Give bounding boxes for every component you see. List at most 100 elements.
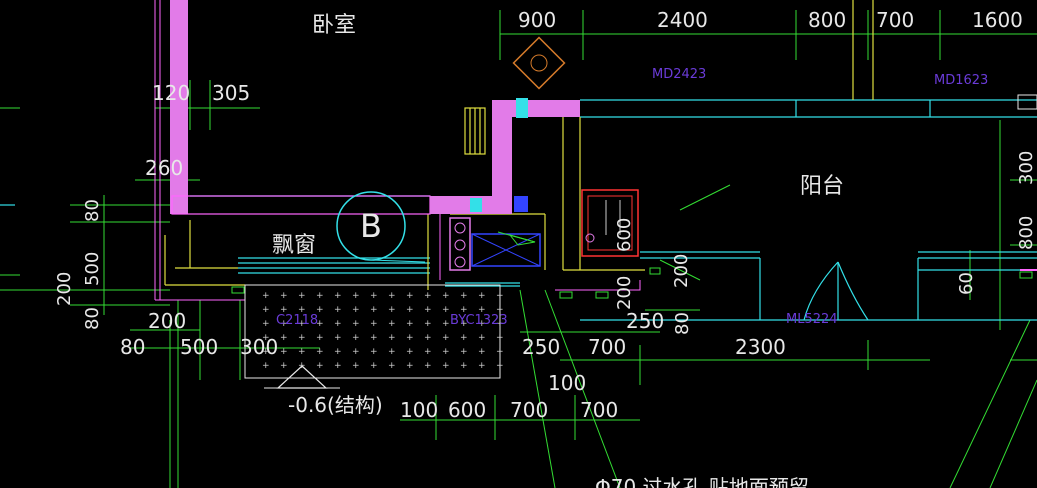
hatch-mark: + [478, 361, 486, 371]
hatch-mark: + [388, 305, 396, 315]
hatch-mark: + [298, 347, 306, 357]
dim-bottom-700a: 700 [588, 335, 626, 359]
hatch-mark: + [478, 319, 486, 329]
hatch-mark: + [334, 347, 342, 357]
tag-md1623: MD1623 [934, 73, 988, 88]
room-label-bedroom: 卧室 [312, 13, 356, 38]
hatch-mark: + [460, 333, 468, 343]
hatch-mark: + [406, 305, 414, 315]
tag-c2118: C2118 [276, 313, 318, 328]
dim-top-1600: 1600 [972, 8, 1023, 32]
hatch-mark: + [352, 291, 360, 301]
hatch-mark: + [262, 347, 270, 357]
hatch-mark: + [262, 333, 270, 343]
hatch-mark: + [388, 361, 396, 371]
hatch-mark: + [388, 319, 396, 329]
hatch-mark: + [280, 333, 288, 343]
hatch-mark: + [334, 291, 342, 301]
dimension-lines [0, 10, 1037, 488]
hatch-mark: + [496, 361, 504, 371]
hatch-mark: + [370, 333, 378, 343]
hatch-mark: + [280, 291, 288, 301]
walls [154, 0, 1037, 301]
equipment [264, 36, 1037, 389]
hatch-mark: + [316, 305, 324, 315]
hatch-mark: + [334, 361, 342, 371]
hatch-mark: + [262, 291, 270, 301]
hatch-mark: + [424, 333, 432, 343]
dim-top-700: 700 [876, 8, 914, 32]
hatch-mark: + [406, 347, 414, 357]
dim-bottom-300: 300 [240, 335, 278, 359]
hatch-mark: + [424, 291, 432, 301]
hatch-mark: + [496, 319, 504, 329]
dim-bottom-500: 500 [180, 335, 218, 359]
dim-left-200: 200 [54, 272, 75, 306]
dim-left-260: 260 [145, 156, 183, 180]
dim-bottom-2300: 2300 [735, 335, 786, 359]
room-label-balcony: 阳台 [800, 174, 844, 199]
drain-note: Φ70 过水孔 贴地面预留 [595, 475, 809, 488]
tag-ml: ML5224 [786, 312, 838, 327]
dim-bottom-100b: 100 [400, 398, 438, 422]
hatch-mark: + [478, 333, 486, 343]
hatch-mark: + [424, 319, 432, 329]
dim-bottom-200: 200 [148, 309, 186, 333]
dim-right-60: 60 [956, 272, 977, 295]
dim-right-200b: 200 [614, 276, 635, 310]
hatch-mark: + [262, 361, 270, 371]
hatch-mark: + [334, 333, 342, 343]
hatch-mark: + [316, 291, 324, 301]
hatch-mark: + [370, 319, 378, 329]
dim-bottom-600: 600 [448, 398, 486, 422]
hatch-mark: + [262, 319, 270, 329]
hatch-mark: + [406, 361, 414, 371]
hatch-mark: + [496, 347, 504, 357]
hatch-mark: + [460, 347, 468, 357]
dim-left-500: 500 [82, 252, 103, 286]
hatch-mark: + [298, 291, 306, 301]
dim-right-300: 300 [1016, 151, 1037, 185]
hatch-mark: + [316, 319, 324, 329]
hatch-mark: + [298, 333, 306, 343]
room-label-bay-window: 飘窗 [272, 233, 316, 258]
hatch-mark: + [262, 305, 270, 315]
hatch-mark: + [496, 305, 504, 315]
hatch-mark: + [460, 361, 468, 371]
hatch-mark: + [298, 319, 306, 329]
hatch-mark: + [352, 333, 360, 343]
hatch-mark: + [370, 305, 378, 315]
grid-bubble: B [336, 191, 426, 263]
tag-byc1323: BYC1323 [450, 313, 508, 328]
dim-right-200a: 200 [671, 254, 692, 288]
hatch-mark: + [280, 361, 288, 371]
dim-top-800: 800 [808, 8, 846, 32]
hatch-mark: + [280, 347, 288, 357]
hatch-mark: + [334, 305, 342, 315]
tag-md2423: MD2423 [652, 67, 706, 82]
hatch-mark: + [352, 305, 360, 315]
hatch-mark: + [460, 291, 468, 301]
hatch-mark: + [442, 333, 450, 343]
dim-bottom-100: 100 [548, 371, 586, 395]
dim-left-120: 120 [152, 81, 190, 105]
hatch-mark: + [496, 333, 504, 343]
hatch-mark: + [460, 305, 468, 315]
hatch-mark: + [352, 361, 360, 371]
hatch-mark: + [424, 347, 432, 357]
hatch-mark: + [352, 319, 360, 329]
hatch-mark: + [478, 291, 486, 301]
dim-bottom-700c: 700 [580, 398, 618, 422]
hatch-mark: + [370, 361, 378, 371]
hatch-mark: + [442, 305, 450, 315]
hatch-mark: + [424, 305, 432, 315]
hatch-mark: + [370, 291, 378, 301]
hatch-mark: + [442, 291, 450, 301]
hatch-mark: + [388, 347, 396, 357]
dim-bottom-80: 80 [120, 335, 145, 359]
hatch-mark: + [442, 361, 450, 371]
hatch-mark: + [478, 347, 486, 357]
hatch-mark: + [406, 333, 414, 343]
